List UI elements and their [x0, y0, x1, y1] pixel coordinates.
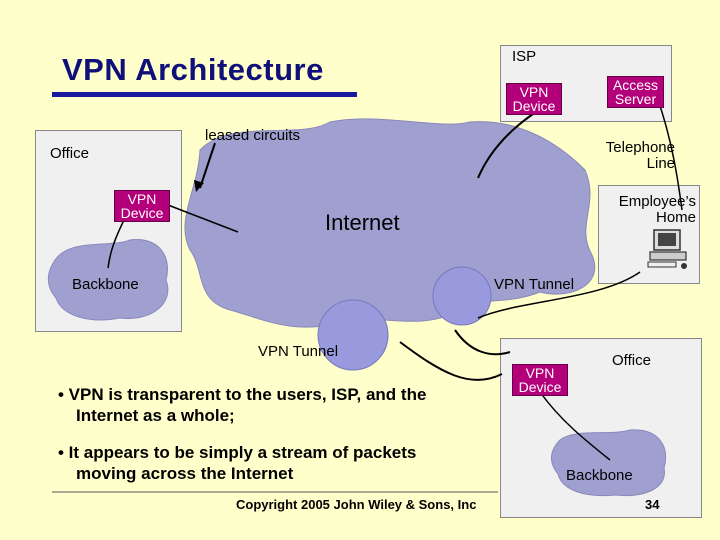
- computer-icon: [647, 229, 687, 269]
- internet-label: Internet: [325, 210, 400, 235]
- access-server: Access Server: [607, 76, 664, 108]
- office-vpn-link: [107, 217, 126, 269]
- tunnel-circle-right: [432, 266, 492, 326]
- leased-arrow-down-head: [194, 180, 204, 192]
- backbone-right-label: Backbone: [566, 467, 633, 484]
- page-number: 34: [645, 497, 660, 512]
- leased-circuits-label: leased circuits: [205, 127, 301, 144]
- office-left-label: Office: [50, 145, 89, 162]
- title-underline: [52, 92, 357, 97]
- office-right-label: Office: [612, 352, 651, 369]
- bullet-1: • VPN is transparent to the users, ISP, …: [58, 385, 427, 425]
- slide-title: VPN Architecture: [62, 52, 324, 87]
- backbone-left-cloud: [47, 239, 169, 321]
- vpn-tunnel-right-label: VPN Tunnel: [494, 276, 575, 293]
- backbone-right-cloud: [551, 429, 667, 497]
- office-left-vpn-device: VPN Device: [114, 190, 170, 222]
- office-right-vpn-device: VPN Device: [512, 364, 568, 396]
- telephone-line-link: [657, 99, 683, 211]
- internet-cloud: [184, 118, 596, 328]
- vpn-tunnel-left-label: VPN Tunnel: [258, 343, 339, 360]
- isp-to-internet-link: [477, 113, 534, 179]
- isp-vpn-device: VPN Device: [506, 83, 562, 115]
- office-right-vpn-link: [539, 391, 611, 461]
- isp-label: ISP: [512, 48, 537, 65]
- home-to-tunnel-link: [477, 271, 641, 319]
- tunnel-circle-left: [317, 299, 389, 371]
- tunnel-left-arrow-line: [399, 341, 503, 381]
- tunnel-right-curve: [454, 329, 511, 356]
- backbone-left-label: Backbone: [72, 276, 139, 293]
- copyright: Copyright 2005 John Wiley & Sons, Inc: [236, 497, 477, 512]
- leased-arrow-down: [199, 142, 216, 189]
- telephone-line-label: Telephone Line: [605, 139, 675, 172]
- employees-home-label: Employee’s Home: [618, 193, 696, 226]
- bullet-2: • It appears to be simply a stream of pa…: [58, 443, 417, 483]
- leased-arrow-line: [167, 204, 239, 233]
